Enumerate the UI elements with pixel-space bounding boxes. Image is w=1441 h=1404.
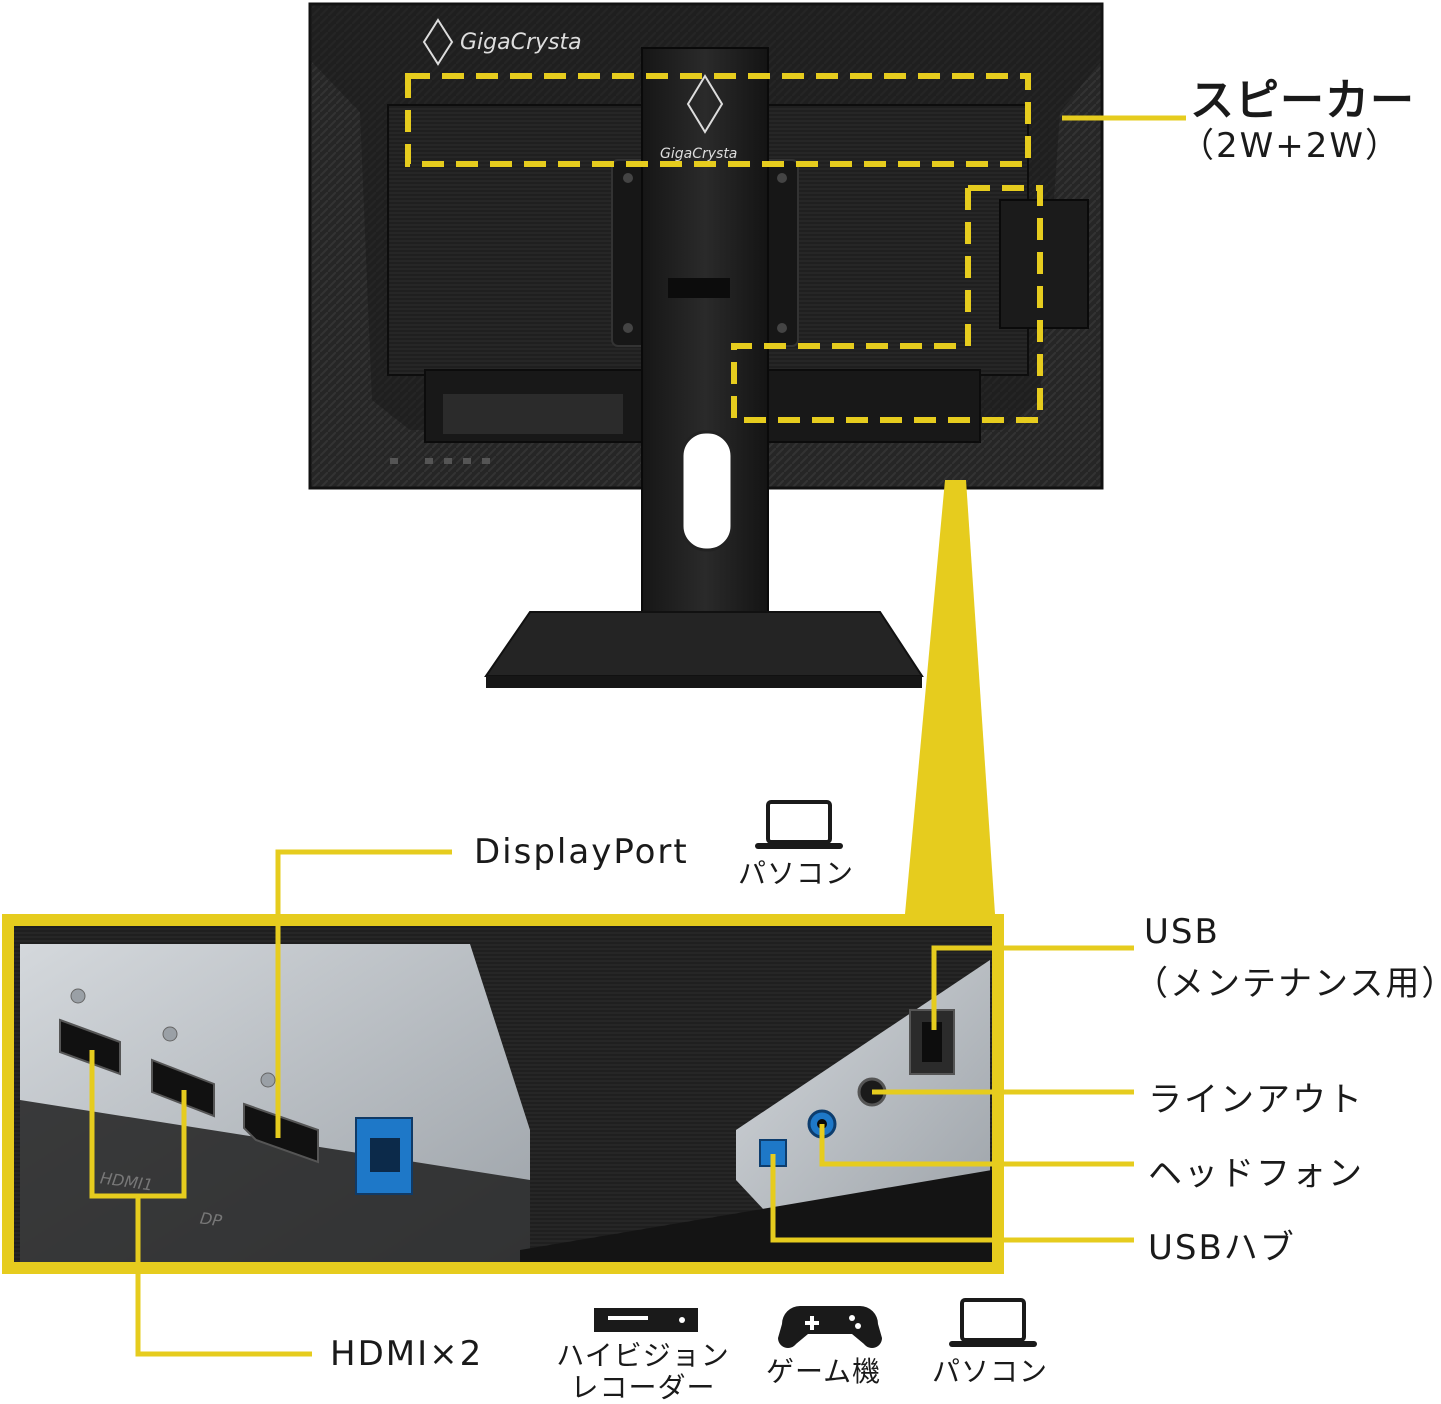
- brand-logo: [422, 18, 724, 134]
- port-area-highlight: [731, 185, 1043, 423]
- zoom-funnel: [905, 480, 995, 914]
- panel-label-dp: DP: [198, 1208, 224, 1231]
- line-out-label: ラインアウト: [1148, 1080, 1364, 1120]
- hdmi-port-1: [151, 1026, 215, 1118]
- laptop-icon: [949, 1298, 1037, 1347]
- recorder-label-line2: レコーダー: [570, 1371, 716, 1404]
- hdmi-label: HDMI×2: [330, 1334, 484, 1374]
- speaker-title: スピーカー: [1190, 75, 1415, 126]
- game-label: ゲーム機: [766, 1355, 882, 1388]
- usb-maintenance-label: USB: [1144, 912, 1220, 952]
- displayport-leader: [275, 849, 452, 1138]
- hdmi-port-2: [59, 988, 121, 1076]
- port-detail-panel: [2, 914, 1004, 1274]
- speaker-highlight: [405, 73, 1031, 167]
- usb-hub-label: USBハブ: [1148, 1228, 1296, 1268]
- recorder-icon: [594, 1308, 698, 1332]
- pc-top-label: パソコン: [738, 857, 855, 890]
- usb-maintenance-leader: [931, 945, 1134, 1030]
- displayport-port: [243, 1072, 319, 1164]
- brand-logo-text-stand: GigaCrysta: [660, 146, 738, 162]
- monitor-stand: [484, 47, 924, 688]
- pc-bottom-label: パソコン: [932, 1355, 1049, 1388]
- brand-logo-text: GigaCrysta: [460, 30, 582, 55]
- recorder-label-line1: ハイビジョン: [556, 1339, 730, 1372]
- speaker-subtitle: （2W+2W）: [1180, 126, 1401, 166]
- usb-maintenance-sub-label: （メンテナンス用）: [1134, 964, 1441, 1004]
- displayport-label: DisplayPort: [474, 832, 689, 872]
- gamepad-icon: [778, 1306, 882, 1349]
- headphone-leader: [819, 1124, 1134, 1167]
- hdmi-leader-down: [135, 1196, 312, 1357]
- laptop-icon: [755, 800, 843, 849]
- usb-a-port: [909, 1009, 955, 1075]
- usb-maintenance-port: [355, 1117, 413, 1195]
- headphone-label: ヘッドフォン: [1148, 1154, 1364, 1194]
- recorder-label: ハイビジョン レコーダー: [548, 1339, 738, 1404]
- usb-hub-leader: [770, 1154, 1134, 1243]
